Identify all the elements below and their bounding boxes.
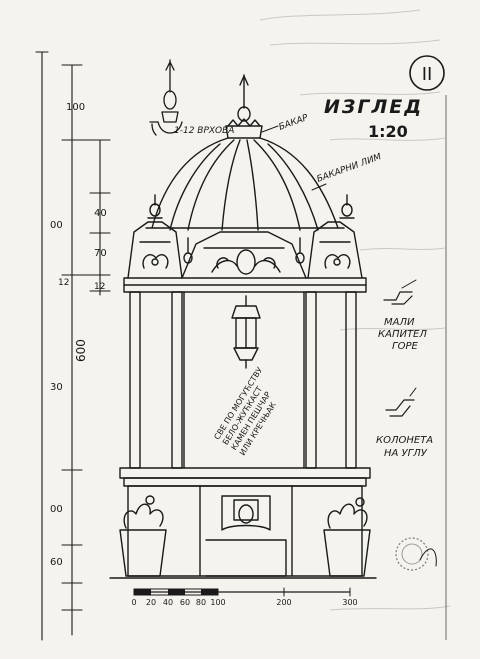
corner-column-line-2: НА УГЛУ [384, 448, 428, 459]
material-note: СВЕ ПО МОГУЋСТВУ БЕЛО-ЖУЋКАСТ КАМЕН ПЕШЧ… [212, 365, 278, 457]
small-capital-line-3: ГОРЕ [392, 341, 418, 352]
scale-tick-300: 300 [342, 598, 357, 607]
corner-column-detail: КОЛОНЕТА НА УГЛУ [376, 387, 433, 459]
dim-40: 40 [94, 208, 107, 219]
dimension-values: 100 40 70 12 12 600 00 30 00 60 [50, 102, 107, 568]
scale-tick-20: 20 [146, 598, 156, 607]
copper-sheet-label: БАКАРНИ ЛИМ [316, 152, 383, 185]
dim-total-height: 600 [74, 339, 88, 362]
background-bleed-through [259, 9, 451, 611]
approval-stamp [395, 537, 437, 571]
dim-left-upper: 00 [50, 220, 63, 231]
view-scale: 1:20 [368, 122, 408, 141]
sheet-number: II [422, 64, 433, 85]
scale-tick-40: 40 [163, 598, 173, 607]
copper-label: БАКАР [278, 113, 310, 133]
dim-left-lower: 00 [50, 504, 63, 515]
copper-sheet-callout: БАКАРНИ ЛИМ [311, 152, 383, 191]
small-capital-line-2: КАПИТЕЛ [378, 329, 427, 340]
scale-bar: 0 20 40 60 80 100 200 300 [131, 587, 358, 607]
dim-left-mid: 30 [50, 382, 63, 393]
spire-detail [149, 59, 183, 136]
scale-tick-200: 200 [276, 598, 291, 607]
dim-left-bottom: 60 [50, 557, 63, 568]
dim-12b: 12 [94, 282, 105, 292]
dim-12a: 12 [58, 278, 69, 288]
view-title: ИЗГЛЕД [324, 96, 423, 118]
dim-70: 70 [94, 248, 107, 259]
spire-detail-label: 1-12 ВРХОВА [174, 126, 234, 136]
scale-tick-60: 60 [180, 598, 190, 607]
small-capital-line-1: МАЛИ [384, 317, 415, 328]
scale-tick-80: 80 [196, 598, 206, 607]
scale-tick-0: 0 [131, 598, 136, 607]
dim-spire: 100 [66, 102, 85, 113]
small-capital-detail: МАЛИ КАПИТЕЛ ГОРЕ [378, 279, 427, 352]
corner-column-line-1: КОЛОНЕТА [376, 435, 433, 446]
scale-tick-100: 100 [210, 598, 225, 607]
left-dimension-chain [35, 51, 111, 641]
copper-callout: БАКАР [261, 113, 310, 133]
sheet-number-badge: II [409, 55, 445, 91]
kiosk-structure [109, 74, 377, 579]
